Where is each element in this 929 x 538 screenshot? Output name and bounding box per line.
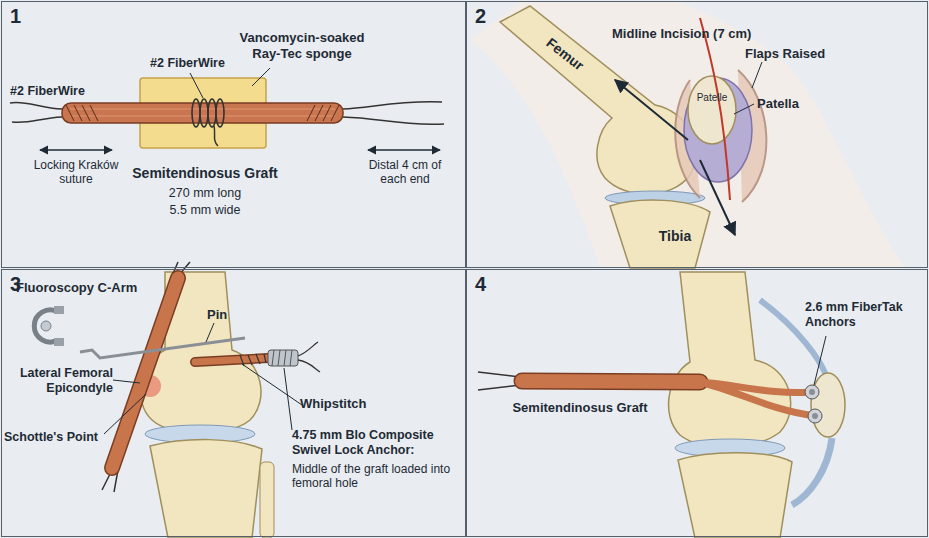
graft-prep-illustration-part <box>10 102 62 109</box>
patellar-fixation-illustration-part <box>812 413 818 419</box>
callout-label: Midline Incision (7 cm) <box>612 26 802 42</box>
femoral-fixation-illustration-part <box>102 262 190 492</box>
patellar-fixation-illustration-part <box>522 381 700 382</box>
femoral-fixation-illustration-part <box>195 358 268 362</box>
callout-label: Vancomycin-soaked Ray-Tec sponge <box>232 30 372 61</box>
graft-prep-illustration-part <box>192 99 200 127</box>
callout-label: Patella <box>757 96 827 112</box>
femoral-fixation-illustration-part <box>112 278 178 468</box>
femoral-fixation-illustration-part <box>112 278 178 468</box>
callout-label: #2 FiberWire <box>150 56 250 71</box>
graft-prep-illustration-part <box>368 149 440 150</box>
callout-label: Semitendinosus Graft <box>495 400 665 416</box>
panel-number: 1 <box>10 5 21 28</box>
knee-exposure-illustration-part <box>688 76 736 144</box>
graft-prep-illustration-part <box>216 99 224 127</box>
femoral-fixation-illustration-part <box>268 350 298 366</box>
knee-exposure-illustration-part <box>615 80 688 140</box>
graft-prep-illustration-part <box>66 105 339 121</box>
callout-label: Patelle <box>690 92 734 104</box>
femoral-fixation-illustration-part <box>272 350 292 366</box>
callout-label: 270 mm long <box>145 186 265 201</box>
callout-label: #2 FiberWire <box>10 84 110 99</box>
panel-frame: 1 <box>1 1 466 268</box>
patellar-fixation-illustration-part <box>700 382 815 416</box>
patellar-fixation-illustration-part <box>669 272 791 447</box>
femoral-fixation-illustration-part <box>242 364 302 405</box>
patellar-fixation-illustration-part <box>809 389 815 395</box>
callout-label: Whipstitch <box>300 396 390 412</box>
callout-label: Fluoroscopy C-Arm <box>16 280 186 296</box>
callout-label: Flaps Raised <box>745 46 855 62</box>
panel-number: 2 <box>475 5 486 28</box>
patellar-fixation-illustration-part <box>792 438 832 505</box>
panel-number: 4 <box>475 273 486 296</box>
graft-prep-illustration-part <box>343 102 442 109</box>
femoral-fixation-illustration-part <box>113 380 140 383</box>
knee-exposure-illustration-part <box>470 2 905 268</box>
graft-prep-illustration-part <box>70 109 335 116</box>
callout-label: 5.5 mm wide <box>145 203 265 218</box>
graft-prep-illustration <box>10 68 444 150</box>
knee-exposure-illustration-part <box>752 62 762 88</box>
femoral-fixation-illustration-part <box>54 306 64 314</box>
knee-exposure-illustration-part <box>700 160 735 235</box>
graft-prep-illustration-part <box>252 68 270 86</box>
callout-label: 4.75 mm Blo Composite Swivel Lock Anchor… <box>292 428 460 458</box>
panel-frame: 2 <box>466 1 928 268</box>
femoral-fixation-illustration-part <box>298 342 320 372</box>
patellar-fixation-illustration-part <box>678 453 792 538</box>
panel-frame: 3 <box>1 269 466 537</box>
patellar-fixation-illustration-part <box>522 381 700 382</box>
knee-exposure-illustration-part <box>734 104 754 114</box>
graft-prep-illustration-part <box>190 73 203 98</box>
graft-prep-illustration-part <box>200 99 208 127</box>
graft-prep-illustration-part <box>62 103 343 123</box>
femoral-fixation-illustration <box>34 262 320 538</box>
femoral-fixation-illustration-part <box>206 323 214 342</box>
graft-prep-illustration-part <box>208 99 216 127</box>
patellar-fixation-illustration-part <box>811 373 845 437</box>
callout-label: Semitendinosus Graft <box>120 165 290 182</box>
patellar-fixation-illustration-part <box>814 336 826 385</box>
callout-label: Locking Kraków suture <box>28 158 124 187</box>
graft-prep-illustration-part <box>12 117 62 122</box>
femoral-fixation-illustration-part <box>240 354 266 366</box>
knee-exposure-illustration-part <box>610 200 710 268</box>
femoral-fixation-illustration-part <box>195 358 268 362</box>
callout-label: Pin <box>207 307 247 323</box>
femoral-fixation-illustration-part <box>104 394 146 434</box>
knee-exposure-illustration-part <box>700 18 730 200</box>
callout-label: 2.6 mm FiberTak Anchors <box>805 300 923 330</box>
femoral-fixation-illustration-part <box>284 368 292 430</box>
callout-label: Schottle's Point <box>4 430 114 445</box>
femoral-fixation-illustration-part <box>80 338 245 358</box>
graft-prep-illustration-part <box>343 117 444 124</box>
callout-label: Middle of the graft loaded into femoral … <box>292 462 460 491</box>
femoral-fixation-illustration-part <box>260 462 274 538</box>
graft-prep-illustration-part <box>40 149 112 150</box>
callout-label: Tibia <box>640 228 710 245</box>
knee-exposure-illustration <box>470 2 905 268</box>
callout-label: Distal 4 cm of each end <box>366 158 444 187</box>
femoral-fixation-illustration-part <box>150 440 262 538</box>
graft-prep-illustration-part <box>214 126 218 146</box>
patellar-fixation-illustration-part <box>808 409 822 423</box>
femoral-fixation-illustration-part <box>34 310 58 342</box>
femoral-fixation-illustration-part <box>41 321 51 331</box>
patellar-fixation-illustration-part <box>805 385 819 399</box>
femoral-fixation-illustration-part <box>54 338 64 346</box>
callout-label: Lateral Femoral Epicondyle <box>6 366 113 396</box>
patellar-fixation-illustration <box>478 272 845 538</box>
